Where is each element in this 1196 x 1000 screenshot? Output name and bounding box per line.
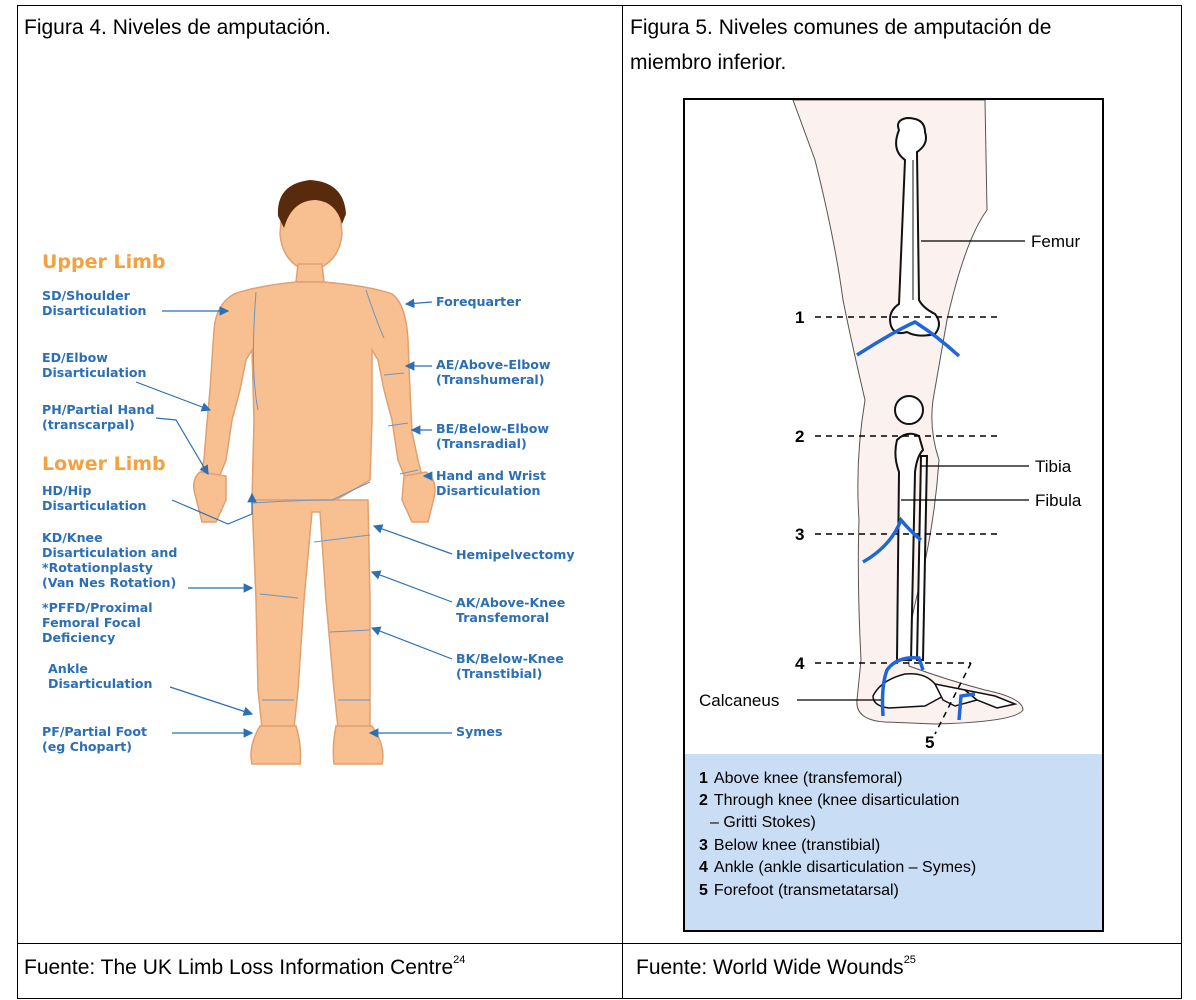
figure-5-caption-line1: Figura 5. Niveles comunes de amputación …: [630, 14, 1051, 41]
level-5-number: 5: [925, 733, 934, 752]
table-divider-horizontal: [17, 943, 1182, 944]
level-3-number: 3: [795, 525, 804, 544]
label-ph: PH/Partial Hand(transcarpal): [42, 402, 155, 432]
figure-4-source: Fuente: The UK Limb Loss Information Cen…: [24, 956, 465, 980]
figure-4-source-ref: 24: [453, 954, 465, 966]
label-hemipelvectomy: Hemipelvectomy: [456, 547, 575, 562]
level-4-number: 4: [795, 654, 805, 673]
level-2-number: 2: [795, 427, 804, 446]
label-ae: AE/Above-Elbow(Transhumeral): [436, 357, 551, 387]
table-border-right: [1181, 5, 1182, 999]
table-border-bottom: [17, 998, 1182, 999]
figure-4-caption: Figura 4. Niveles de amputación.: [24, 14, 331, 41]
table-divider-vertical: [622, 5, 623, 999]
label-forequarter: Forequarter: [436, 294, 522, 309]
label-bk: BK/Below-Knee(Transtibial): [456, 651, 564, 681]
figure-5-caption: Figura 5. Niveles comunes de amputación …: [630, 14, 1051, 76]
upper-limb-heading: Upper Limb: [42, 251, 166, 273]
figure-5-leg-diagram: Femur Tibia Fibula Calcaneus 1 2 3 4 5: [685, 100, 1102, 754]
figure-5-caption-line2: miembro inferior.: [630, 49, 1051, 76]
human-figure: [194, 184, 435, 764]
calcaneus-label: Calcaneus: [699, 691, 779, 710]
label-be: BE/Below-Elbow(Transradial): [436, 421, 549, 451]
femur-label: Femur: [1031, 232, 1080, 251]
lower-limb-heading: Lower Limb: [42, 453, 166, 475]
legend-item-2-cont: – Gritti Stokes): [710, 814, 816, 831]
fibula-label: Fibula: [1035, 491, 1082, 510]
figure-5-frame: Femur Tibia Fibula Calcaneus 1 2 3 4 5 1…: [683, 98, 1104, 932]
level-1-number: 1: [795, 308, 804, 327]
figure-5-source: Fuente: World Wide Wounds25: [636, 956, 916, 980]
label-pf: PF/Partial Foot(eg Chopart): [42, 724, 147, 754]
figure-5-source-ref: 25: [904, 954, 916, 966]
tibia-label: Tibia: [1035, 457, 1072, 476]
table-border-left: [17, 5, 18, 999]
right-labels: Forequarter AE/Above-Elbow(Transhumeral)…: [436, 294, 575, 739]
table-border-top: [17, 5, 1182, 6]
label-symes: Symes: [456, 724, 502, 739]
